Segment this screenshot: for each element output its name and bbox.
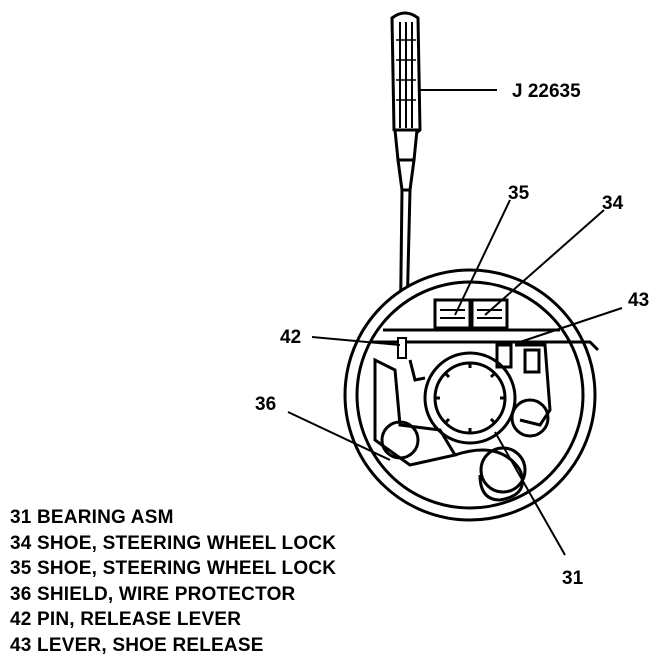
callout-43: 43: [628, 290, 649, 311]
leader-31: [494, 431, 566, 556]
legend-item-31: 31 BEARING ASM: [10, 507, 174, 528]
legend-item-42: 42 PIN, RELEASE LEVER: [10, 609, 242, 630]
leader-36: [287, 411, 391, 461]
callout-31: 31: [562, 568, 584, 589]
callout-42: 42: [280, 327, 301, 348]
legend-item-34: 34 SHOE, STEERING WHEEL LOCK: [10, 532, 337, 554]
leader-43: [519, 307, 623, 343]
callout-tool: J 22635: [512, 81, 581, 102]
lock-housing: [343, 268, 600, 522]
legend-item-36: 36 SHIELD, WIRE PROTECTOR: [10, 583, 296, 605]
callout-34: 34: [602, 193, 624, 214]
parts-legend: 31 BEARING ASM 34 SHOE, STEERING WHEEL L…: [10, 505, 336, 658]
callout-35: 35: [508, 183, 530, 204]
legend-item-43: 43 LEVER, SHOE RELEASE: [10, 634, 264, 656]
legend-item-35: 35 SHOE, STEERING WHEEL LOCK: [10, 558, 337, 579]
screwdriver-tool: [390, 11, 422, 356]
leader-35: [454, 199, 511, 316]
callout-36: 36: [255, 394, 276, 415]
leader-34: [484, 209, 605, 316]
leader-lines: [287, 89, 623, 556]
leader-42: [311, 336, 401, 346]
